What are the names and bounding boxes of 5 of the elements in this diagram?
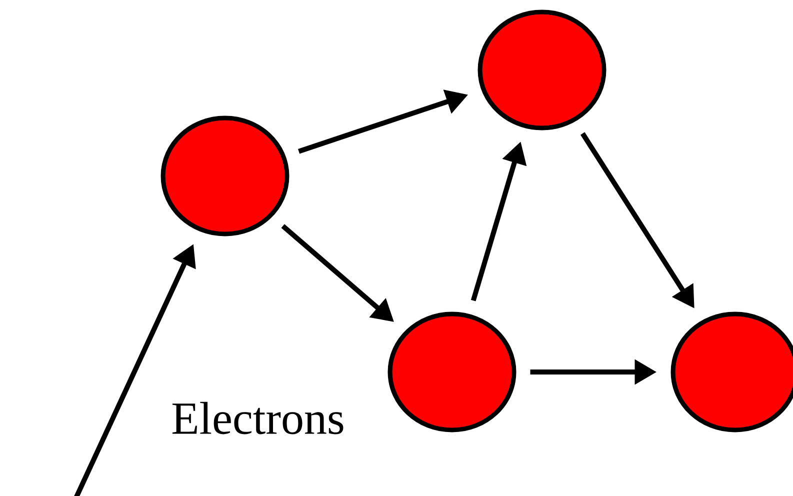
- circle: [388, 312, 516, 432]
- circle: [160, 116, 290, 236]
- label-text: Electrons: [172, 402, 344, 434]
- circle: [670, 312, 793, 432]
- circle: [478, 10, 606, 130]
